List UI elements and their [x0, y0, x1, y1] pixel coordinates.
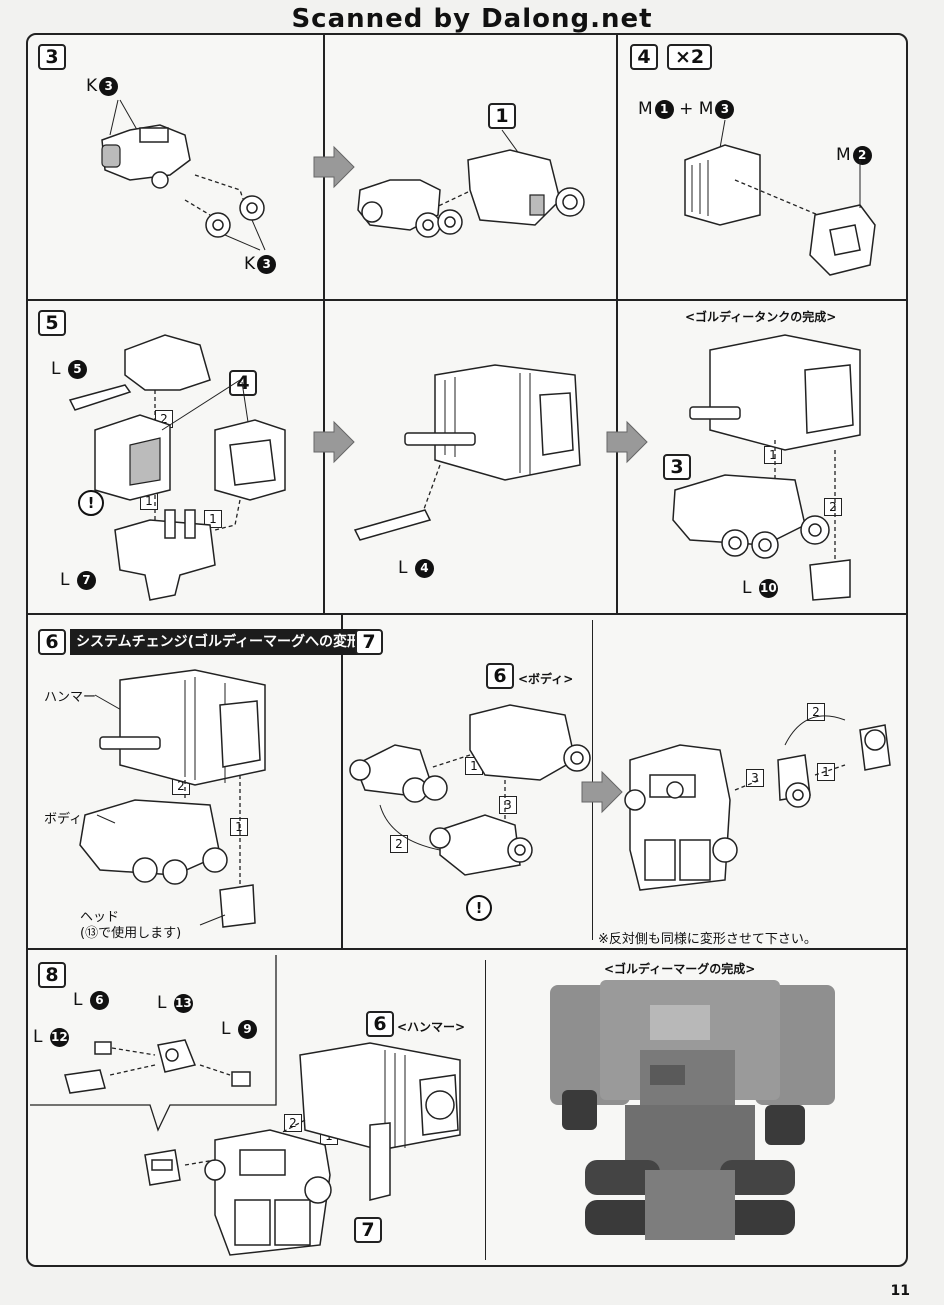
- part-label-l9: L 9: [221, 1019, 257, 1039]
- callout-3: 3: [663, 454, 691, 480]
- head-note: (⑬で使用します): [80, 926, 182, 941]
- part-label-l13: L 13: [157, 993, 193, 1013]
- step-7-illustration: [349, 704, 591, 876]
- sub-step-2c: 2: [824, 498, 842, 516]
- sub-step-3: 3: [499, 796, 517, 814]
- part-label-k-text: K: [86, 76, 98, 96]
- part-label-l10: L 10: [742, 578, 778, 598]
- callout-6: 6: [486, 663, 514, 689]
- divider-col-b: [616, 33, 618, 299]
- sub-step-r3: 3: [746, 769, 764, 787]
- part-label-m-text: M: [836, 145, 851, 165]
- divider-col-d: [616, 299, 618, 613]
- detail-callout-box: [30, 955, 277, 1132]
- tank-complete-caption: <ゴルディータンクの完成>: [685, 310, 837, 324]
- step-5-illustration: [68, 334, 286, 601]
- reverse-side-note: ※反対側も同様に変形させて下さい。: [598, 932, 817, 947]
- tank-complete-illustration: [672, 334, 861, 601]
- plus-sign: +: [679, 99, 694, 119]
- sub-step-2: 2: [284, 1114, 302, 1132]
- part-label-l-text: L: [51, 359, 61, 379]
- part-label-l-text: L: [742, 578, 752, 598]
- step-6-number: 6: [38, 629, 66, 655]
- step-8-detail-illustration: [64, 1039, 251, 1094]
- part-label-l-text: L: [398, 558, 408, 578]
- page-number: 11: [890, 1283, 910, 1299]
- step-8-number: 8: [38, 962, 66, 988]
- mag-complete-photo: [550, 980, 835, 1240]
- step-4-illustration: [684, 119, 876, 276]
- step-5b-illustration: [353, 364, 581, 541]
- step-3-number: 3: [38, 44, 66, 70]
- step-3b-illustration: [357, 129, 585, 238]
- part-label-l5: L 5: [51, 359, 87, 379]
- part-number-circle: 4: [414, 558, 434, 578]
- part-label-l-text: L: [221, 1019, 231, 1039]
- quantity-multiplier: ×2: [667, 44, 713, 70]
- part-label-l6: L 6: [73, 990, 109, 1010]
- part-label-k-text: K: [244, 254, 256, 274]
- mag-complete-caption: <ゴルディーマーグの完成>: [604, 962, 756, 976]
- part-number-circle: 9: [237, 1019, 257, 1039]
- step-arrow-3: [606, 420, 648, 464]
- step-4-number: 4: [630, 44, 658, 70]
- part-number-circle: 3: [99, 76, 119, 96]
- part-number-circle: 12: [49, 1027, 69, 1047]
- part-label-l7: L 7: [60, 570, 96, 590]
- part-number-circle: 6: [89, 990, 109, 1010]
- divider-row1: [26, 299, 908, 301]
- part-label-l-text: L: [60, 570, 70, 590]
- sub-step-2: 2: [390, 835, 408, 853]
- divider-col-c: [323, 299, 325, 613]
- part-label-l-text: L: [73, 990, 83, 1010]
- divider-col-f: [592, 620, 593, 940]
- part-number-circle: 3: [257, 254, 277, 274]
- body-label: ボディ: [44, 812, 83, 827]
- part-number-circle: 5: [67, 359, 87, 379]
- part-label-m-text: M: [698, 99, 714, 119]
- step-3-illustration: [101, 99, 266, 251]
- caution-icon: !: [78, 490, 104, 516]
- part-label-l-text: L: [157, 993, 167, 1013]
- part-number-circle: 1: [654, 99, 674, 119]
- sub-step-1: 1: [230, 818, 248, 836]
- step-7-number: 7: [355, 629, 383, 655]
- step-6-illustration: [79, 669, 266, 928]
- step-arrow-1: [313, 145, 355, 189]
- caution-icon: !: [466, 895, 492, 921]
- step-arrow-2: [313, 420, 355, 464]
- system-change-banner: システムチェンジ(ゴルディーマーグへの変形): [70, 629, 374, 655]
- divider-col-e: [341, 613, 343, 948]
- hammer-label: ハンマー: [44, 690, 97, 705]
- hammer-caption: <ハンマー>: [397, 1020, 466, 1034]
- part-label-m-text: M: [638, 99, 653, 119]
- scanner-credit: Scanned by Dalong.net: [291, 4, 653, 34]
- part-label-l-text: L: [33, 1027, 43, 1047]
- part-number-circle: 7: [76, 570, 96, 590]
- divider-col-g: [485, 960, 486, 1260]
- part-label-l12: L 12: [33, 1027, 69, 1047]
- step-5-number: 5: [38, 310, 66, 336]
- part-label-l4: L 4: [398, 558, 434, 578]
- sub-step-r1: 1: [817, 763, 835, 781]
- divider-row3: [26, 948, 908, 950]
- step-arrow-4: [581, 770, 623, 814]
- callout-6: 6: [366, 1011, 394, 1037]
- part-number-circle: 13: [173, 993, 193, 1013]
- part-number-circle: 3: [715, 99, 735, 119]
- divider-row2: [26, 613, 908, 615]
- head-label: ヘッド: [80, 910, 120, 925]
- callout-7: 7: [354, 1217, 382, 1243]
- part-number-circle: 10: [758, 578, 778, 598]
- callout-1: 1: [488, 103, 516, 129]
- step-8-illustration: [144, 1042, 461, 1256]
- body-caption: <ボディ>: [518, 672, 574, 686]
- step-7b-illustration: [624, 715, 891, 891]
- part-number-circle: 2: [852, 145, 872, 165]
- sub-step-1b: 1: [204, 510, 222, 528]
